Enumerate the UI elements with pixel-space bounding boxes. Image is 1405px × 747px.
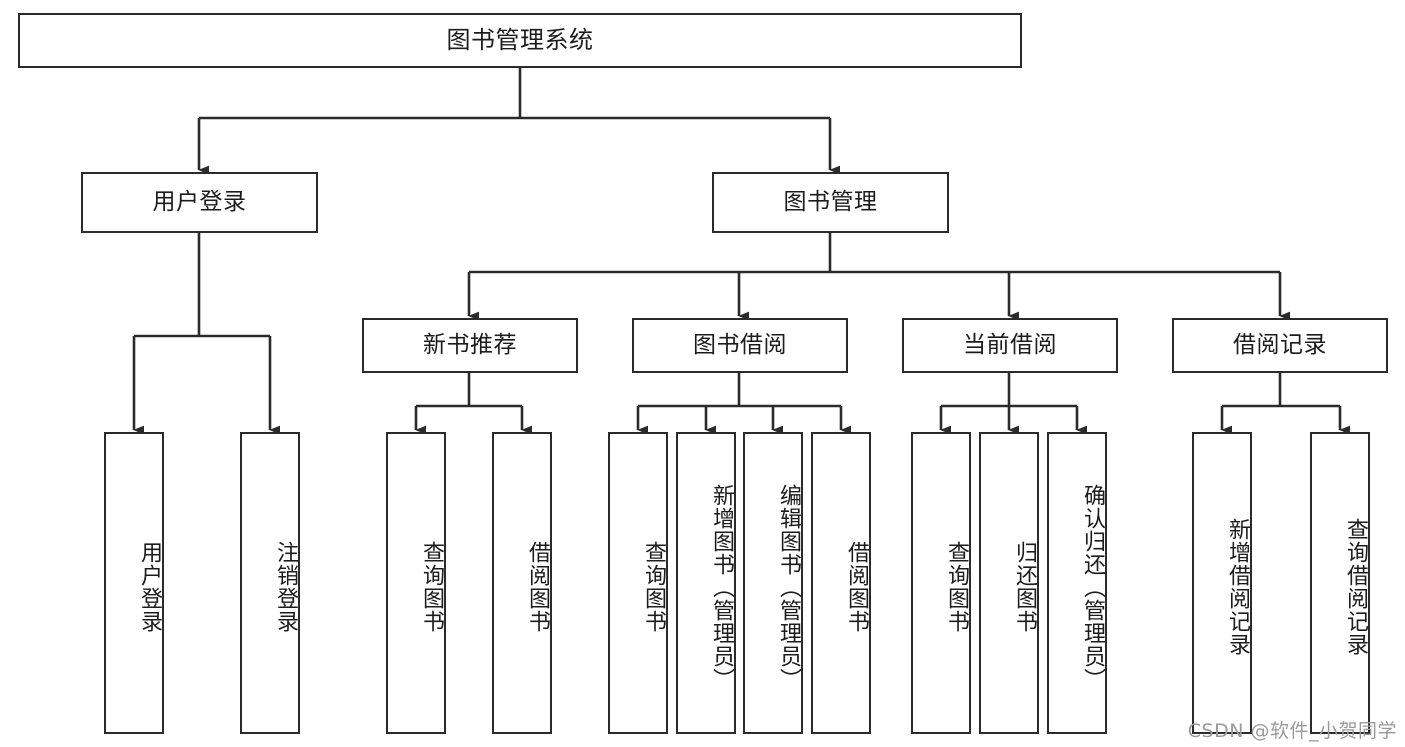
leaf-user-login-0[interactable]: 用户登录 xyxy=(104,432,164,734)
node-book-borrow[interactable]: 图书借阅 xyxy=(632,318,848,373)
node-current-borrow[interactable]: 当前借阅 xyxy=(902,318,1118,373)
leaf-borrow-record-0[interactable]: 新增借阅记录 xyxy=(1192,432,1252,734)
leaf-book-borrow-2[interactable]: 编辑图书（管理员） xyxy=(743,432,803,734)
leaf-label: 查询图书 xyxy=(641,541,666,633)
leaf-label: 用户登录 xyxy=(137,541,162,633)
leaf-current-borrow-1[interactable]: 归还图书 xyxy=(979,432,1039,734)
leaf-new-book-1[interactable]: 借阅图书 xyxy=(492,432,552,734)
node-book-management[interactable]: 图书管理 xyxy=(712,172,949,233)
leaf-book-borrow-1[interactable]: 新增图书（管理员） xyxy=(676,432,736,734)
leaf-label: 归还图书 xyxy=(1012,541,1037,633)
leaf-current-borrow-0[interactable]: 查询图书 xyxy=(911,432,971,734)
leaf-label: 注销登录 xyxy=(273,541,298,633)
leaf-label: 查询借阅记录 xyxy=(1343,518,1368,656)
leaf-label: 查询图书 xyxy=(944,541,969,633)
leaf-label: 确认归还（管理员） xyxy=(1080,483,1105,691)
leaf-current-borrow-2[interactable]: 确认归还（管理员） xyxy=(1047,432,1107,734)
leaf-label: 借阅图书 xyxy=(844,541,869,633)
leaf-label: 查询图书 xyxy=(419,541,444,633)
leaf-borrow-record-1[interactable]: 查询借阅记录 xyxy=(1310,432,1370,734)
leaf-label: 新增图书（管理员） xyxy=(709,483,734,691)
node-user-login[interactable]: 用户登录 xyxy=(81,172,318,233)
node-root-system[interactable]: 图书管理系统 xyxy=(18,13,1022,68)
node-new-book-recommend[interactable]: 新书推荐 xyxy=(362,318,578,373)
leaf-label: 编辑图书（管理员） xyxy=(776,483,801,691)
leaf-book-borrow-0[interactable]: 查询图书 xyxy=(608,432,668,734)
leaf-label: 新增借阅记录 xyxy=(1225,518,1250,656)
csdn-watermark: CSDN @软件_小贺同学 xyxy=(1187,720,1397,742)
leaf-label: 借阅图书 xyxy=(525,541,550,633)
node-borrow-record[interactable]: 借阅记录 xyxy=(1172,318,1388,373)
leaf-new-book-0[interactable]: 查询图书 xyxy=(386,432,446,734)
leaf-book-borrow-3[interactable]: 借阅图书 xyxy=(811,432,871,734)
leaf-user-login-1[interactable]: 注销登录 xyxy=(240,432,300,734)
